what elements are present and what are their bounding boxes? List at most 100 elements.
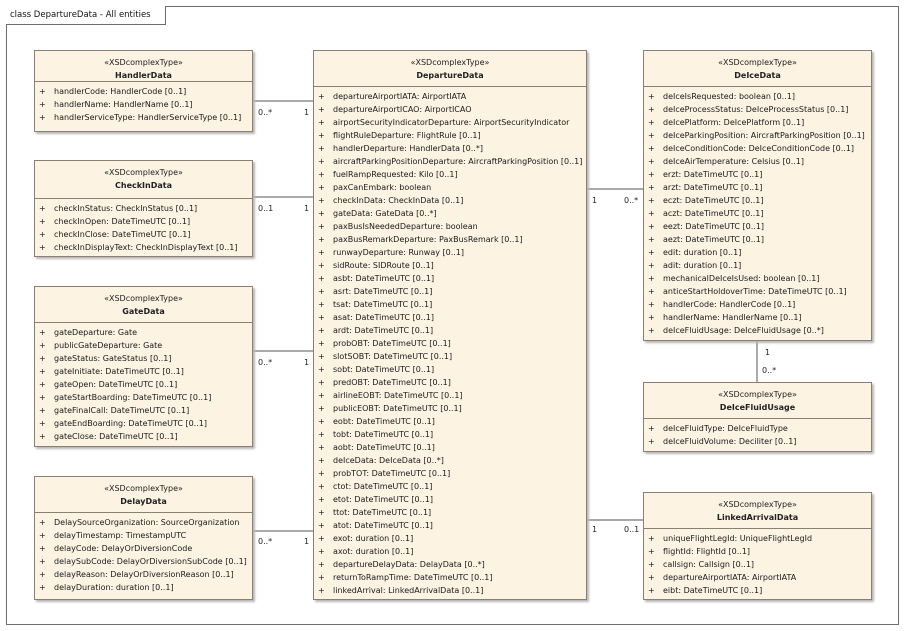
attribute-row: +probOBT: DateTimeUTC [0..1] <box>318 339 451 348</box>
class-handler-data[interactable]: «XSDcomplexType» HandlerData +handlerCod… <box>34 50 253 132</box>
class-deice-data[interactable]: «XSDcomplexType» DeIceData +deIceIsReque… <box>643 50 872 341</box>
attribute-row: +airportSecurityIndicatorDeparture: Airp… <box>318 118 570 127</box>
attribute-row: +sidRoute: SIDRoute [0..1] <box>318 261 434 270</box>
attribute-row: +handlerServiceType: HandlerServiceType … <box>39 113 242 122</box>
attribute-list: +uniqueFlightLegId: UniqueFlightLegId +f… <box>644 529 871 597</box>
attribute-row: +handlerDeparture: HandlerData [0..*] <box>318 144 483 153</box>
attribute-row: +deIceAirTemperature: Celsius [0..1] <box>648 157 804 166</box>
attribute-row: +etot: DateTimeUTC [0..1] <box>318 495 433 504</box>
attribute-row: +linkedArrival: LinkedArrivalData [0..1] <box>318 586 484 595</box>
attribute-row: +checkInData: CheckInData [0..1] <box>318 196 464 205</box>
attribute-list: +DelaySourceOrganization: SourceOrganiza… <box>35 513 252 594</box>
attribute-list: +deIceIsRequested: boolean [0..1] +deIce… <box>644 87 871 337</box>
attribute-row: +paxBusIsNeededDeparture: boolean <box>318 222 478 231</box>
class-checkin-data[interactable]: «XSDcomplexType» CheckInData +checkInSta… <box>34 160 253 257</box>
attribute-row: +slotSOBT: DateTimeUTC [0..1] <box>318 352 453 361</box>
attribute-row: +gateData: GateData [0..*] <box>318 209 437 218</box>
attribute-row: +exot: duration [0..1] <box>318 534 414 543</box>
attribute-list: +handlerCode: HandlerCode [0..1] +handle… <box>35 82 252 124</box>
multiplicity-fluid-parent: 1 <box>765 348 771 357</box>
attribute-row: +anticeStartHoldoverTime: DateTimeUTC [0… <box>648 287 847 296</box>
class-linked-arrival-data[interactable]: «XSDcomplexType» LinkedArrivalData +uniq… <box>643 492 872 600</box>
attribute-row: +delayCode: DelayOrDiversionCode <box>39 544 193 553</box>
attribute-row: +delayTimestamp: TimestampUTC <box>39 531 187 540</box>
attribute-row: +gateFinalCall: DateTimeUTC [0..1] <box>39 406 190 415</box>
attribute-row: +runwayDeparture: Runway [0..1] <box>318 248 465 257</box>
attribute-row: +aircraftParkingPositionDeparture: Aircr… <box>318 157 583 166</box>
attribute-row: +mechanicalDeIceIsUsed: boolean [0..1] <box>648 274 820 283</box>
attribute-row: +gateEndBoarding: DateTimeUTC [0..1] <box>39 419 207 428</box>
attribute-row: +arzt: DateTimeUTC [0..1] <box>648 183 763 192</box>
diagram-title: class DepartureData - All entities <box>6 6 166 25</box>
stereotype: «XSDcomplexType» <box>410 58 490 67</box>
attribute-row: +asbt: DateTimeUTC [0..1] <box>318 274 435 283</box>
attribute-list: +deIceFluidType: DeIceFluidType +deIceFl… <box>644 419 871 448</box>
attribute-row: +erzt: DateTimeUTC [0..1] <box>648 170 763 179</box>
attribute-row: +aezt: DateTimeUTC [0..1] <box>648 235 765 244</box>
attribute-row: +departureAirportIATA: AirportIATA <box>318 92 467 101</box>
multiplicity-gate-side: 0..* <box>258 358 273 367</box>
stereotype: «XSDcomplexType» <box>104 168 183 177</box>
attribute-row: +adit: duration [0..1] <box>648 261 742 270</box>
attribute-row: +eczt: DateTimeUTC [0..1] <box>648 196 764 205</box>
attribute-row: +atot: DateTimeUTC [0..1] <box>318 521 433 530</box>
attribute-row: +delaySubCode: DelayOrDiversionSubCode [… <box>39 557 247 566</box>
attribute-row: +aczt: DateTimeUTC [0..1] <box>648 209 764 218</box>
attribute-row: +gateStartBoarding: DateTimeUTC [0..1] <box>39 393 212 402</box>
attribute-row: +deIceConditionCode: DeIceConditionCode … <box>648 144 855 153</box>
attribute-row: +checkInClose: DateTimeUTC [0..1] <box>39 230 191 239</box>
multiplicity-delay-departure: 1 <box>304 537 310 546</box>
class-gate-data[interactable]: «XSDcomplexType» GateData +gateDeparture… <box>34 286 253 447</box>
attribute-row: +DelaySourceOrganization: SourceOrganiza… <box>39 518 240 527</box>
attribute-row: +aobt: DateTimeUTC [0..1] <box>318 443 435 452</box>
attribute-row: +axot: duration [0..1] <box>318 547 414 556</box>
class-delay-data[interactable]: «XSDcomplexType» DelayData +DelaySourceO… <box>34 476 253 600</box>
attribute-row: +departureAirportICAO: AirportICAO <box>318 105 472 114</box>
attribute-row: +airlineEOBT: DateTimeUTC [0..1] <box>318 391 463 400</box>
attribute-row: +tobt: DateTimeUTC [0..1] <box>318 430 434 439</box>
attribute-row: +eibt: DateTimeUTC [0..1] <box>648 586 763 595</box>
attribute-row: +edit: duration [0..1] <box>648 248 742 257</box>
stereotype: «XSDcomplexType» <box>104 294 183 303</box>
attribute-row: +asrt: DateTimeUTC [0..1] <box>318 287 433 296</box>
class-name: GateData <box>122 307 165 316</box>
class-name: LinkedArrivalData <box>716 513 799 522</box>
attribute-row: +ctot: DateTimeUTC [0..1] <box>318 482 433 491</box>
attribute-row: +deIceProcessStatus: DeIceProcessStatus … <box>648 105 849 114</box>
attribute-row: +uniqueFlightLegId: UniqueFlightLegId <box>648 534 813 543</box>
attribute-row: +ardt: DateTimeUTC [0..1] <box>318 326 434 335</box>
attribute-row: +handlerName: HandlerName [0..1] <box>39 100 193 109</box>
stereotype: «XSDcomplexType» <box>104 58 183 67</box>
multiplicity-checkin-side: 0..1 <box>258 204 274 213</box>
attribute-row: +eobt: DateTimeUTC [0..1] <box>318 417 435 426</box>
attribute-row: +gateDeparture: Gate <box>39 328 138 337</box>
multiplicity-gate-departure: 1 <box>304 358 310 367</box>
attribute-row: +delayReason: DelayOrDiversionReason [0.… <box>39 570 234 579</box>
attribute-row: +checkInStatus: CheckInStatus [0..1] <box>39 204 198 213</box>
stereotype: «XSDcomplexType» <box>718 500 797 509</box>
attribute-row: +deIceData: DeIceData [0..*] <box>318 456 444 465</box>
attribute-row: +ttot: DateTimeUTC [0..1] <box>318 508 432 517</box>
multiplicity-delay-side: 0..* <box>258 537 273 546</box>
class-departure-data[interactable]: «XSDcomplexType» DepartureData +departur… <box>313 50 587 600</box>
attribute-row: +gateStatus: GateStatus [0..1] <box>39 354 172 363</box>
attribute-row: +publicGateDeparture: Gate <box>39 341 163 350</box>
attribute-row: +departureDelayData: DelayData [0..*] <box>318 560 485 569</box>
attribute-row: +paxCanEmbark: boolean <box>318 183 432 192</box>
class-deice-fluid-usage[interactable]: «XSDcomplexType» DeIceFluidUsage +deIceF… <box>643 382 872 452</box>
stereotype: «XSDcomplexType» <box>104 484 183 493</box>
attribute-row: +paxBusRemarkDeparture: PaxBusRemark [0.… <box>318 235 523 244</box>
multiplicity-fluid-side: 0..* <box>762 366 777 375</box>
attribute-row: +deIceFluidVolume: Deciliter [0..1] <box>648 437 797 446</box>
attribute-row: +gateClose: DateTimeUTC [0..1] <box>39 432 178 441</box>
attribute-row: +deIceFluidUsage: DeIceFluidUsage [0..*] <box>648 326 824 335</box>
attribute-row: +gateOpen: DateTimeUTC [0..1] <box>39 380 178 389</box>
attribute-row: +publicEOBT: DateTimeUTC [0..1] <box>318 404 462 413</box>
attribute-row: +returnToRampTime: DateTimeUTC [0..1] <box>318 573 493 582</box>
class-name: DelayData <box>120 497 167 506</box>
attribute-row: +handlerName: HandlerName [0..1] <box>648 313 802 322</box>
class-name: DeIceFluidUsage <box>719 403 796 412</box>
stereotype: «XSDcomplexType» <box>718 58 797 67</box>
attribute-list: +checkInStatus: CheckInStatus [0..1] +ch… <box>35 199 252 254</box>
